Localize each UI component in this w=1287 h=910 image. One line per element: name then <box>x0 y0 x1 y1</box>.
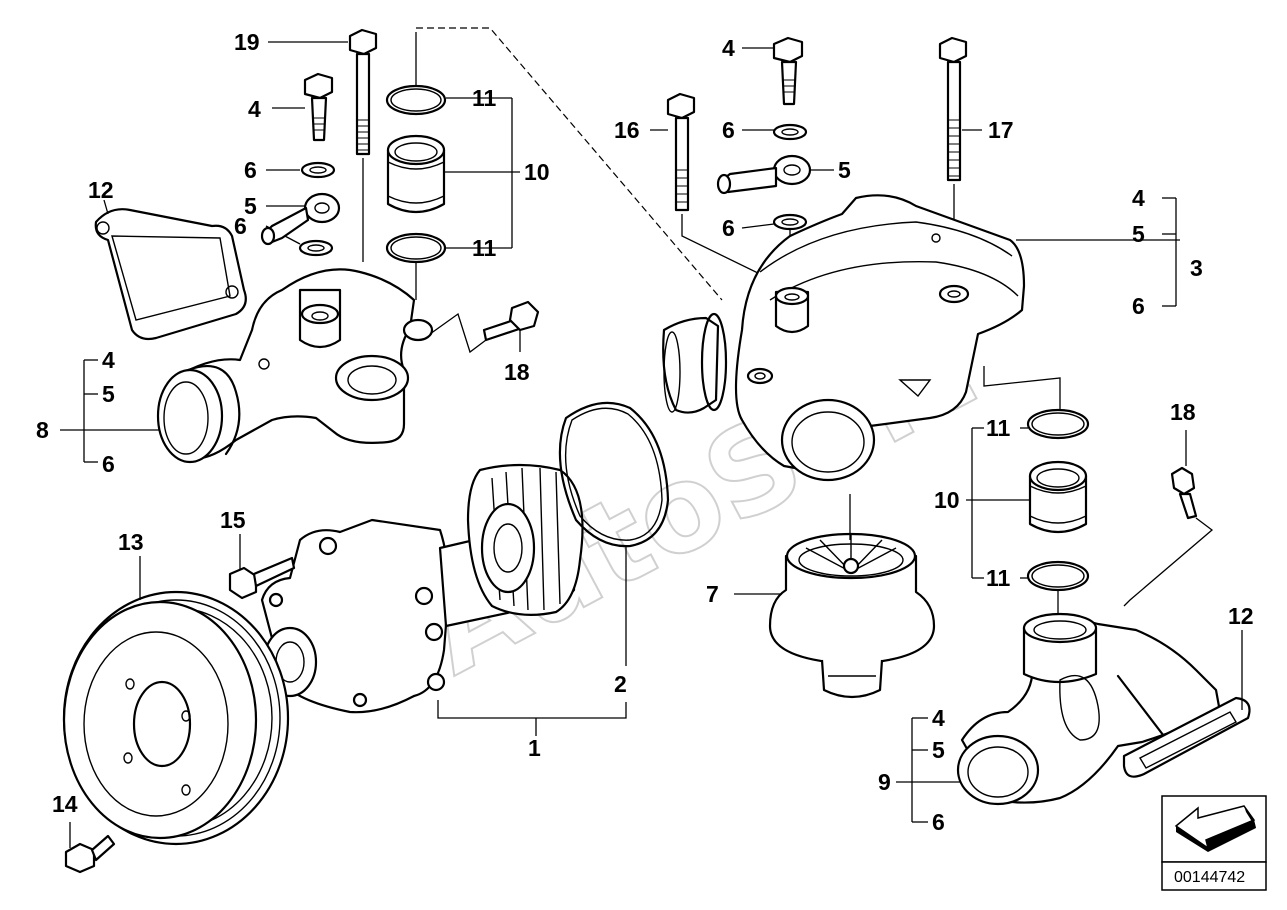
thermostat-housing-9-right <box>956 612 1222 806</box>
sleeve-10-left <box>386 134 446 214</box>
callout-5-bracket-8: 5 <box>102 381 115 407</box>
thermostat-housing-3-right <box>662 194 1026 482</box>
orientation-box: 00144742 <box>1161 795 1267 891</box>
callout-18-left: 18 <box>504 359 530 385</box>
gasket-12-left <box>94 208 247 341</box>
callout-8: 8 <box>36 417 49 443</box>
callout-1: 1 <box>528 735 541 761</box>
callout-4-bracket-8: 4 <box>102 347 115 373</box>
thermostat-housing-8-left <box>156 268 434 464</box>
banjo-fitting-5-left <box>260 192 341 246</box>
washer-6-upper-left <box>300 161 336 179</box>
callout-6-bracket-9: 6 <box>932 809 945 835</box>
bolt-19 <box>348 28 378 156</box>
o-ring-11-lower-right <box>1026 560 1090 592</box>
callout-12-left: 12 <box>88 177 114 203</box>
bolt-17 <box>938 36 968 182</box>
callout-4-bracket-9: 4 <box>932 705 945 731</box>
callout-17: 17 <box>988 117 1014 143</box>
callout-11-lower-right: 11 <box>986 565 1011 591</box>
bolt-18-left <box>482 300 540 342</box>
callout-6-upper-right: 6 <box>722 117 735 143</box>
washer-6-upper-right <box>772 123 808 141</box>
callout-12-right: 12 <box>1228 603 1254 629</box>
bolt-4-left <box>303 72 334 142</box>
bolt-16 <box>666 92 696 212</box>
callout-5-right: 5 <box>838 157 851 183</box>
callout-14: 14 <box>52 791 78 817</box>
callout-5-bracket-9: 5 <box>932 737 945 763</box>
callout-4-bracket-3: 4 <box>1132 185 1145 211</box>
washer-6-lower-right <box>772 213 808 231</box>
gasket-12-right <box>1122 696 1251 778</box>
callout-16: 16 <box>614 117 640 143</box>
callout-6-bracket-8: 6 <box>102 451 115 477</box>
callout-11-lower-left: 11 <box>472 235 497 261</box>
banjo-fitting-5-right <box>716 154 812 195</box>
gasket-2 <box>558 401 670 548</box>
arrow-icon <box>1174 805 1256 852</box>
bolt-14 <box>64 834 116 874</box>
callout-5-bracket-3: 5 <box>1132 221 1145 247</box>
o-ring-11-upper-right <box>1026 408 1090 440</box>
callout-5-left: 5 <box>244 193 257 219</box>
callout-11-upper-right: 11 <box>986 415 1011 441</box>
callout-18-right: 18 <box>1170 399 1196 425</box>
callout-6-lower-left: 6 <box>234 213 247 239</box>
callout-15: 15 <box>220 507 246 533</box>
callout-7: 7 <box>706 581 719 607</box>
callout-9: 9 <box>878 769 891 795</box>
bolt-4-right <box>772 36 804 106</box>
callout-6-upper-left: 6 <box>244 157 257 183</box>
diagram-id: 00144742 <box>1174 869 1245 886</box>
callout-2: 2 <box>614 671 627 697</box>
callout-4-left-bolt: 4 <box>248 96 261 122</box>
sleeve-10-right <box>1028 460 1088 534</box>
pulley-13 <box>62 590 290 846</box>
callout-10-right: 10 <box>934 487 960 513</box>
bolt-18-right <box>1170 466 1198 520</box>
bolt-15 <box>228 556 296 600</box>
thermostat-7 <box>768 532 936 699</box>
callout-13: 13 <box>118 529 144 555</box>
callout-4-right-bolt: 4 <box>722 35 735 61</box>
washer-6-lower-left <box>298 239 334 257</box>
callout-3: 3 <box>1190 255 1203 281</box>
o-ring-11-upper-left <box>385 84 447 116</box>
callout-6-lower-right: 6 <box>722 215 735 241</box>
o-ring-11-lower-left <box>385 232 447 264</box>
callout-11-upper-left: 11 <box>472 85 497 111</box>
callout-6-bracket-3: 6 <box>1132 293 1145 319</box>
callout-labels: 19 4 6 5 6 12 11 10 11 18 4 5 8 6 4 16 6… <box>36 29 1254 835</box>
callout-10-left: 10 <box>524 159 550 185</box>
water-pump-1 <box>260 463 584 714</box>
callout-19: 19 <box>234 29 260 55</box>
